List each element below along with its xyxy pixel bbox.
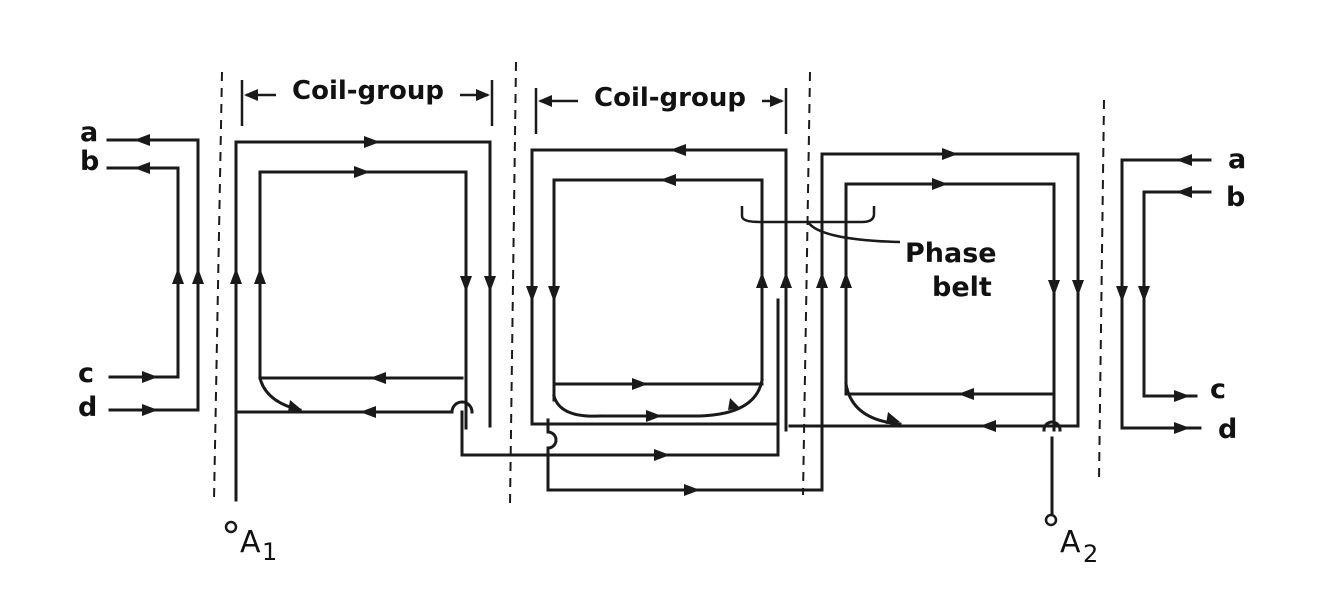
phase-belt-label: belt bbox=[932, 272, 992, 303]
coil-group-label: Coil-group bbox=[594, 83, 746, 113]
terminal-a2-letter: A bbox=[1060, 525, 1081, 560]
terminal-label-c: c bbox=[1210, 374, 1226, 405]
coil-group-label: Coil-group bbox=[292, 76, 444, 106]
phase-belt-annotation: Phase belt bbox=[740, 206, 997, 303]
coil-group-1 bbox=[230, 136, 780, 502]
pole-boundary-4 bbox=[1098, 99, 1105, 481]
pole-boundary-3 bbox=[802, 71, 811, 496]
terminal-label-d: d bbox=[1218, 414, 1237, 445]
terminal-a1-letter: A bbox=[240, 525, 261, 560]
coil-group-2 bbox=[526, 144, 824, 496]
terminal-a2-subscript: 2 bbox=[1083, 540, 1098, 568]
terminal-a1: A 1 bbox=[224, 520, 277, 566]
terminal-a1-subscript: 1 bbox=[262, 538, 277, 566]
pole-boundary-2 bbox=[509, 61, 517, 506]
left-connections bbox=[106, 134, 204, 416]
terminal-label-b: b bbox=[80, 146, 99, 177]
terminal-label-d: d bbox=[78, 392, 97, 423]
terminal-label-a: a bbox=[1228, 144, 1246, 175]
coil-group-marker-2: Coil-group bbox=[534, 83, 788, 134]
phase-belt-label: Phase bbox=[905, 238, 997, 269]
terminal-a2-node bbox=[1044, 513, 1058, 527]
coil-group-marker-1: Coil-group bbox=[240, 76, 494, 126]
coil-group-3 bbox=[788, 148, 1084, 516]
terminal-a1-node bbox=[224, 520, 238, 534]
terminal-label-c: c bbox=[78, 358, 94, 389]
terminal-label-a: a bbox=[80, 117, 98, 148]
right-terminal-labels: a b c d bbox=[1210, 144, 1246, 445]
left-terminal-labels: a b c d bbox=[78, 117, 99, 423]
terminal-a2: A 2 bbox=[1044, 513, 1098, 568]
terminal-label-b: b bbox=[1226, 182, 1245, 213]
right-connections bbox=[1116, 154, 1212, 434]
pole-boundary-1 bbox=[213, 71, 223, 501]
